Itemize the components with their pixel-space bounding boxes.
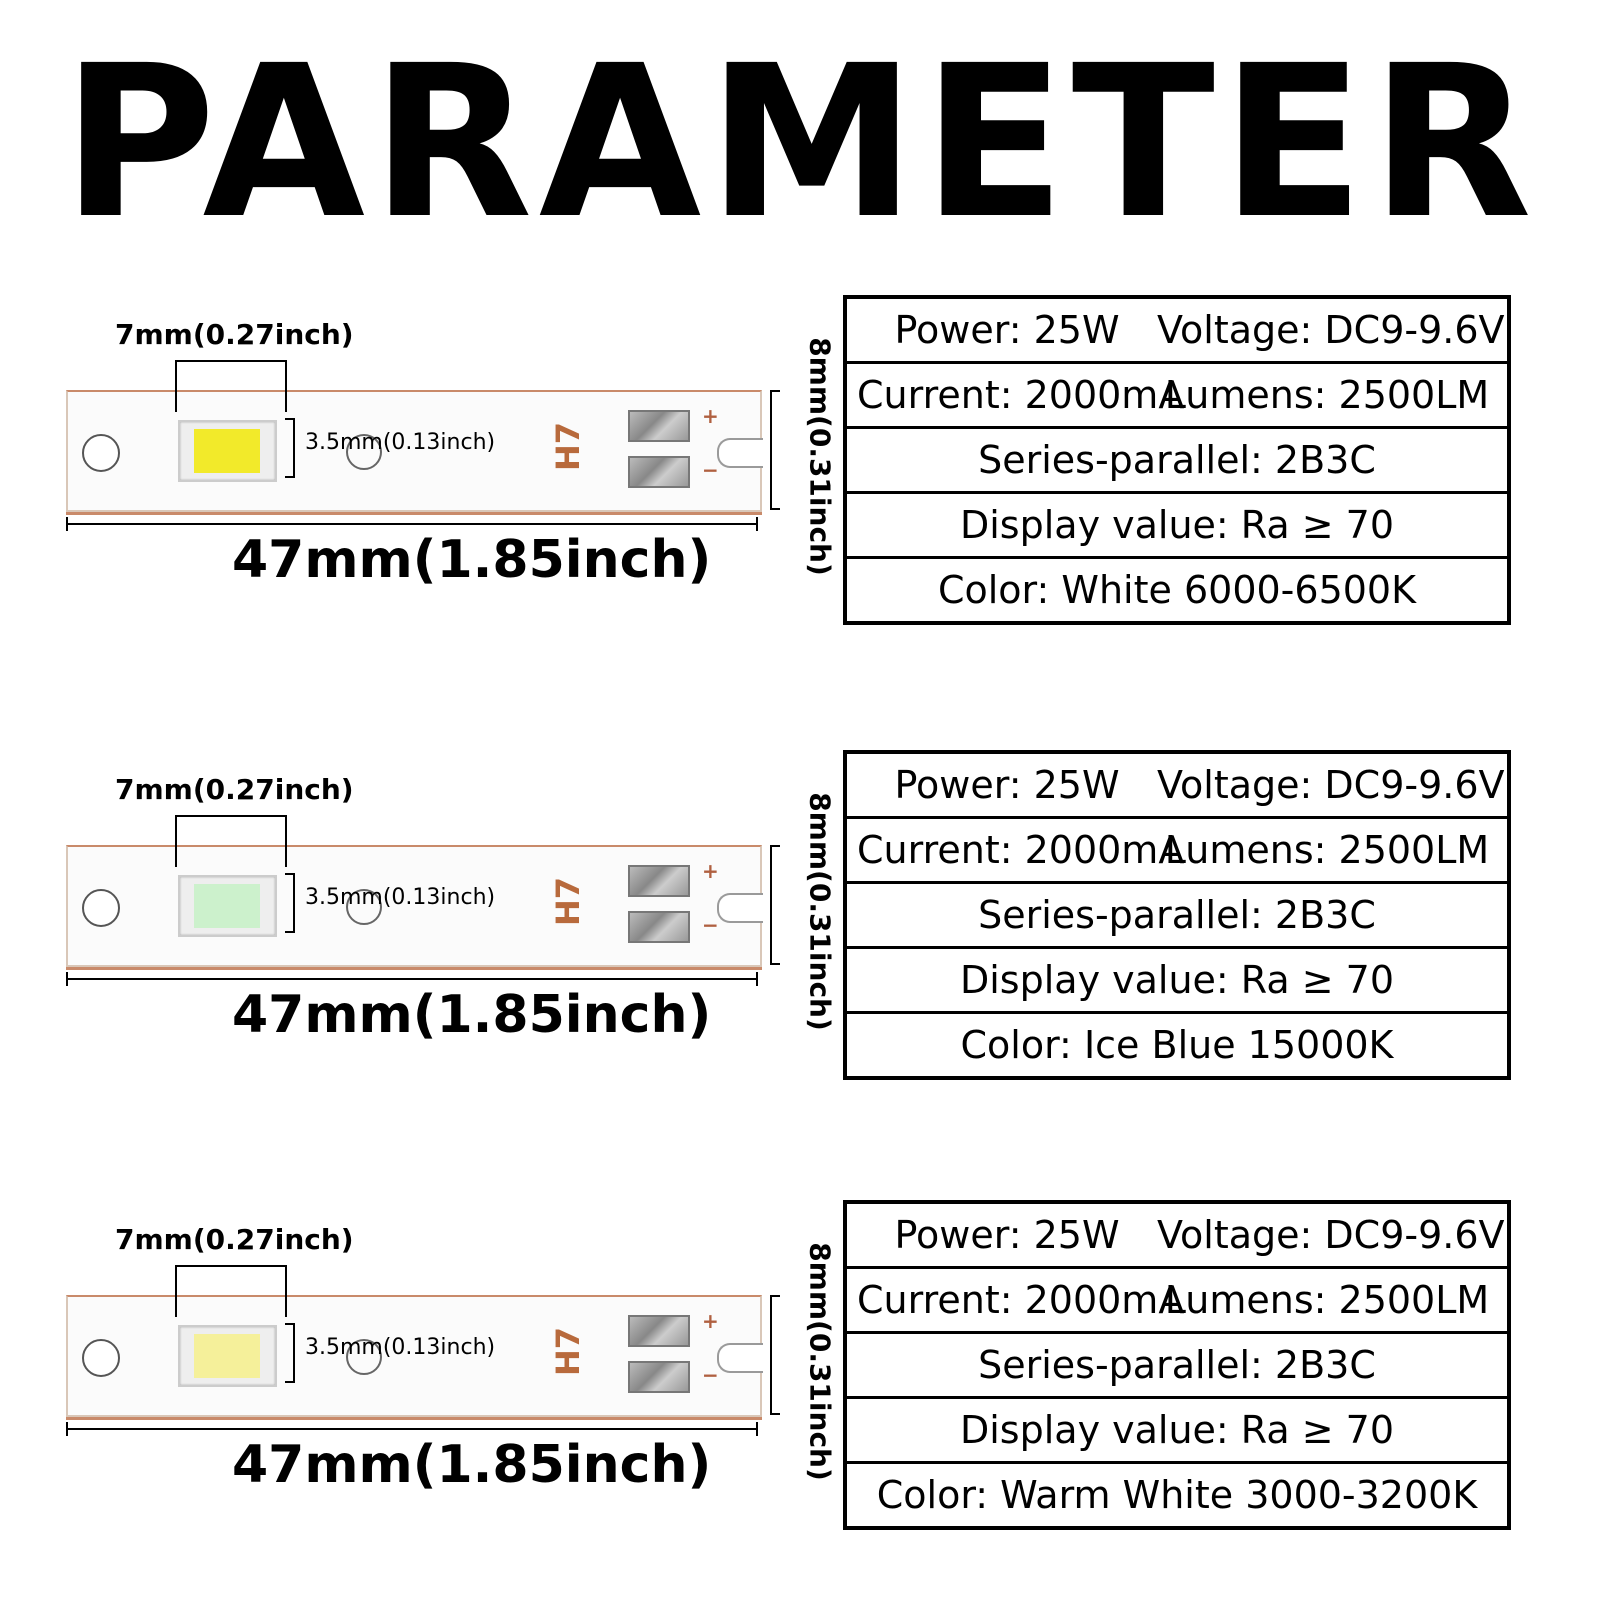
board-height-label: 8mm(0.31inch): [803, 1242, 837, 1481]
minus-sign: −: [702, 913, 719, 937]
led-section-ice-blue: 7mm(0.27inch) H7 + − 3.5mm(0.13inch) 47m…: [0, 745, 1600, 1145]
spec-row-current-lumens: Current: 2000mALumens: 2500LM: [847, 816, 1507, 881]
height-bracket: [285, 1323, 295, 1383]
spec-current: Current: 2000mA: [857, 828, 1185, 872]
positive-pad: [628, 865, 690, 897]
board-length-label: 47mm(1.85inch): [232, 985, 712, 1045]
board-height-line: [770, 845, 780, 965]
spec-series: Series-parallel: 2B3C: [847, 1331, 1507, 1396]
positive-pad: [628, 410, 690, 442]
led-emitter: [194, 429, 260, 473]
board-notch: [717, 1343, 763, 1373]
spec-color: Color: Ice Blue 15000K: [847, 1011, 1507, 1076]
spec-voltage: Voltage: DC9-9.6V: [1157, 763, 1505, 807]
led-chip: [178, 1325, 277, 1387]
width-bracket: [175, 1265, 287, 1317]
led-section-warm-white: 7mm(0.27inch) H7 + − 3.5mm(0.13inch) 47m…: [0, 1195, 1600, 1595]
spec-row-power-voltage: Power: 25W Voltage: DC9-9.6V: [847, 299, 1507, 361]
spec-series: Series-parallel: 2B3C: [847, 881, 1507, 946]
spec-lumens: Lumens: 2500LM: [1164, 828, 1490, 872]
spec-lumens: Lumens: 2500LM: [1164, 1278, 1490, 1322]
led-width-label: 7mm(0.27inch): [115, 318, 354, 351]
led-height-label: 3.5mm(0.13inch): [305, 1335, 496, 1360]
board-length-label: 47mm(1.85inch): [232, 1435, 712, 1495]
led-width-label: 7mm(0.27inch): [115, 773, 354, 806]
spec-row-power-voltage: Power: 25W Voltage: DC9-9.6V: [847, 754, 1507, 816]
spec-current: Current: 2000mA: [857, 373, 1185, 417]
width-bracket: [175, 360, 287, 412]
spec-display: Display value: Ra ≥ 70: [847, 1396, 1507, 1461]
minus-sign: −: [702, 1363, 719, 1387]
spec-power: Power: 25W: [894, 763, 1120, 807]
led-height-label: 3.5mm(0.13inch): [305, 430, 496, 455]
spec-row-current-lumens: Current: 2000mALumens: 2500LM: [847, 1266, 1507, 1331]
board-height-label: 8mm(0.31inch): [803, 792, 837, 1031]
spec-display: Display value: Ra ≥ 70: [847, 946, 1507, 1011]
led-chip: [178, 420, 277, 482]
spec-current: Current: 2000mA: [857, 1278, 1185, 1322]
spec-voltage: Voltage: DC9-9.6V: [1157, 308, 1505, 352]
board-height-line: [770, 1295, 780, 1415]
board-height-line: [770, 390, 780, 510]
led-emitter: [194, 884, 260, 928]
board-height-label: 8mm(0.31inch): [803, 337, 837, 576]
plus-sign: +: [702, 404, 719, 428]
mounting-hole: [82, 889, 120, 927]
led-board: H7 + −: [66, 390, 763, 512]
plus-sign: +: [702, 1309, 719, 1333]
spec-voltage: Voltage: DC9-9.6V: [1157, 1213, 1505, 1257]
spec-display: Display value: Ra ≥ 70: [847, 491, 1507, 556]
spec-power: Power: 25W: [894, 1213, 1120, 1257]
negative-pad: [628, 1361, 690, 1393]
spec-table: Power: 25W Voltage: DC9-9.6V Current: 200…: [843, 295, 1511, 625]
board-notch: [717, 438, 763, 468]
positive-pad: [628, 1315, 690, 1347]
page-title: PARAMETER: [61, 20, 1539, 265]
led-board: H7 + −: [66, 845, 763, 967]
board-length-label: 47mm(1.85inch): [232, 530, 712, 590]
led-height-label: 3.5mm(0.13inch): [305, 885, 496, 910]
spec-row-power-voltage: Power: 25W Voltage: DC9-9.6V: [847, 1204, 1507, 1266]
board-hole: [346, 1339, 382, 1375]
spec-color: Color: Warm White 3000-3200K: [847, 1461, 1507, 1526]
board-hole: [346, 434, 382, 470]
minus-sign: −: [702, 458, 719, 482]
spec-table: Power: 25W Voltage: DC9-9.6V Current: 200…: [843, 1200, 1511, 1530]
board-model-label: H7: [549, 1326, 587, 1376]
height-bracket: [285, 418, 295, 478]
led-emitter: [194, 1334, 260, 1378]
plus-sign: +: [702, 859, 719, 883]
negative-pad: [628, 456, 690, 488]
led-board: H7 + −: [66, 1295, 763, 1417]
board-notch: [717, 893, 763, 923]
board-model-label: H7: [549, 421, 587, 471]
spec-power: Power: 25W: [894, 308, 1120, 352]
board-hole: [346, 889, 382, 925]
mounting-hole: [82, 1339, 120, 1377]
spec-series: Series-parallel: 2B3C: [847, 426, 1507, 491]
spec-table: Power: 25W Voltage: DC9-9.6V Current: 200…: [843, 750, 1511, 1080]
negative-pad: [628, 911, 690, 943]
led-section-white: 7mm(0.27inch) H7 + − 3.5mm(0.13inch) 47m…: [0, 290, 1600, 690]
mounting-hole: [82, 434, 120, 472]
length-dimension-line: [66, 1422, 758, 1436]
spec-lumens: Lumens: 2500LM: [1164, 373, 1490, 417]
led-width-label: 7mm(0.27inch): [115, 1223, 354, 1256]
spec-color: Color: White 6000-6500K: [847, 556, 1507, 621]
spec-row-current-lumens: Current: 2000mALumens: 2500LM: [847, 361, 1507, 426]
led-chip: [178, 875, 277, 937]
width-bracket: [175, 815, 287, 867]
height-bracket: [285, 873, 295, 933]
length-dimension-line: [66, 972, 758, 986]
board-model-label: H7: [549, 876, 587, 926]
length-dimension-line: [66, 517, 758, 531]
